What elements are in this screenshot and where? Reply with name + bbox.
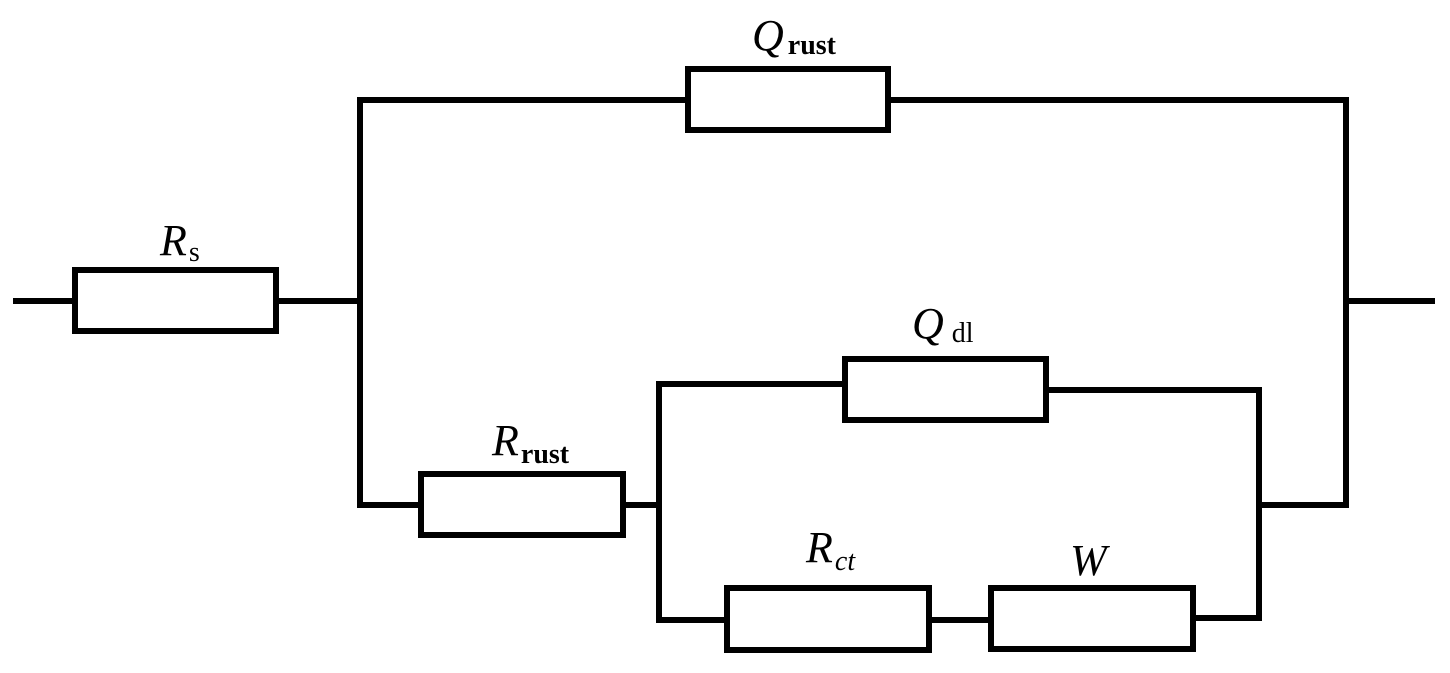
qrust-symbol: Q [752, 11, 784, 60]
rct-resistor [724, 585, 932, 653]
w-warburg-element [988, 585, 1196, 652]
rct-symbol: R [805, 523, 833, 572]
qdl-subscript: dl [952, 318, 974, 349]
w-label: W [1070, 536, 1110, 585]
qrust-cpe [685, 66, 891, 133]
circuit-wires [13, 97, 1435, 623]
qdl-cpe [842, 356, 1049, 423]
rs-subscript: s [189, 237, 200, 268]
w-symbol: W [1070, 536, 1110, 585]
rct-label: Rct [805, 523, 856, 577]
rs-resistor [72, 267, 279, 334]
qrust-subscript: rust [788, 30, 837, 61]
qdl-symbol: Q [912, 299, 944, 348]
rs-symbol: R [159, 216, 187, 265]
rrust-label: Rrust [491, 416, 570, 470]
rrust-symbol: R [491, 416, 519, 465]
rrust-subscript: rust [521, 439, 570, 470]
rs-label: Rs [159, 216, 200, 268]
rct-subscript: ct [835, 546, 856, 577]
rrust-resistor [418, 471, 626, 538]
